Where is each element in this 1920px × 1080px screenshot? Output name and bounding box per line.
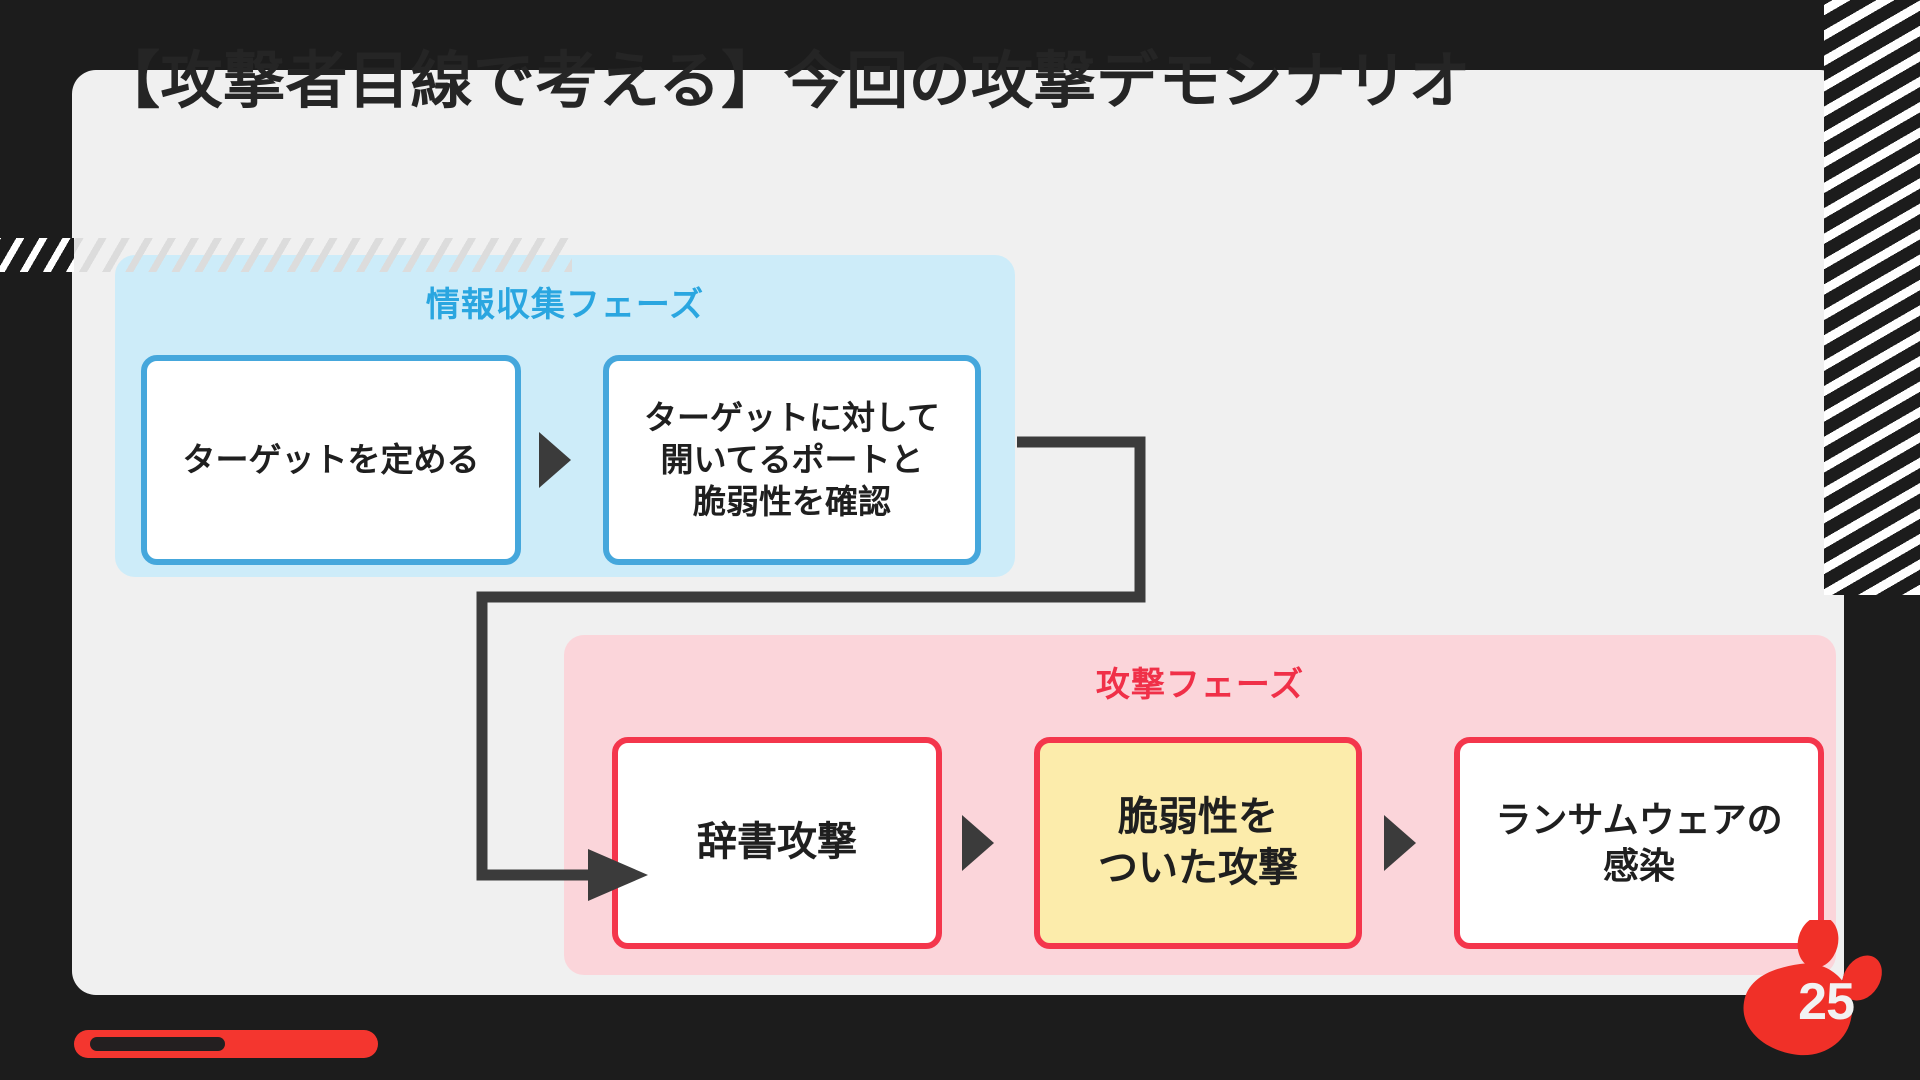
arrow-icon-attack-1: [962, 815, 994, 871]
page-title: 【攻撃者目線で考える】今回の攻撃デモシナリオ: [98, 47, 1472, 116]
slide-card: 情報収集フェーズ ターゲットを定める ターゲットに対して開いてるポートと脆弱性を…: [72, 70, 1844, 995]
paw-print-icon: [1743, 920, 1882, 1056]
step-box-target[interactable]: ターゲットを定める: [141, 355, 521, 565]
progress-bar-fill: [90, 1037, 225, 1051]
arrow-icon-attack-2: [1384, 815, 1416, 871]
step-box-vulnerability-attack-label: 脆弱性をついた攻撃: [1098, 794, 1298, 890]
step-box-vulnerability-attack[interactable]: 脆弱性をついた攻撃: [1034, 737, 1362, 949]
right-edge-hatch-decoration: [1824, 0, 1920, 595]
step-box-dictionary-attack-label: 辞書攻撃: [697, 820, 857, 865]
step-box-dictionary-attack[interactable]: 辞書攻撃: [612, 737, 942, 949]
page-title-container: 【攻撃者目線で考える】今回の攻撃デモシナリオ: [98, 47, 1472, 116]
phase-label-info-collection: 情報収集フェーズ: [425, 286, 705, 324]
page-number: 25: [1798, 973, 1855, 1031]
step-box-port-vuln-scan[interactable]: ターゲットに対して開いてるポートと脆弱性を確認: [603, 355, 981, 565]
step-box-port-vuln-scan-label: ターゲットに対して開いてるポートと脆弱性を確認: [643, 398, 940, 521]
title-underline-hatch-dark: [0, 238, 74, 272]
step-box-ransomware-infection[interactable]: ランサムウェアの感染: [1454, 737, 1824, 949]
phase-label-attack: 攻撃フェーズ: [1095, 666, 1305, 704]
phase-panel-info-collection: 情報収集フェーズ ターゲットを定める ターゲットに対して開いてるポートと脆弱性を…: [115, 255, 1015, 577]
phase-panel-attack: 攻撃フェーズ 辞書攻撃 脆弱性をついた攻撃 ランサムウェアの感染: [564, 635, 1836, 975]
title-underline-hatch: [72, 238, 572, 272]
step-box-target-label: ターゲットを定める: [182, 440, 480, 478]
progress-bar-track: [74, 1030, 378, 1058]
arrow-icon-info-1: [539, 432, 571, 488]
step-box-ransomware-infection-label: ランサムウェアの感染: [1495, 798, 1783, 886]
